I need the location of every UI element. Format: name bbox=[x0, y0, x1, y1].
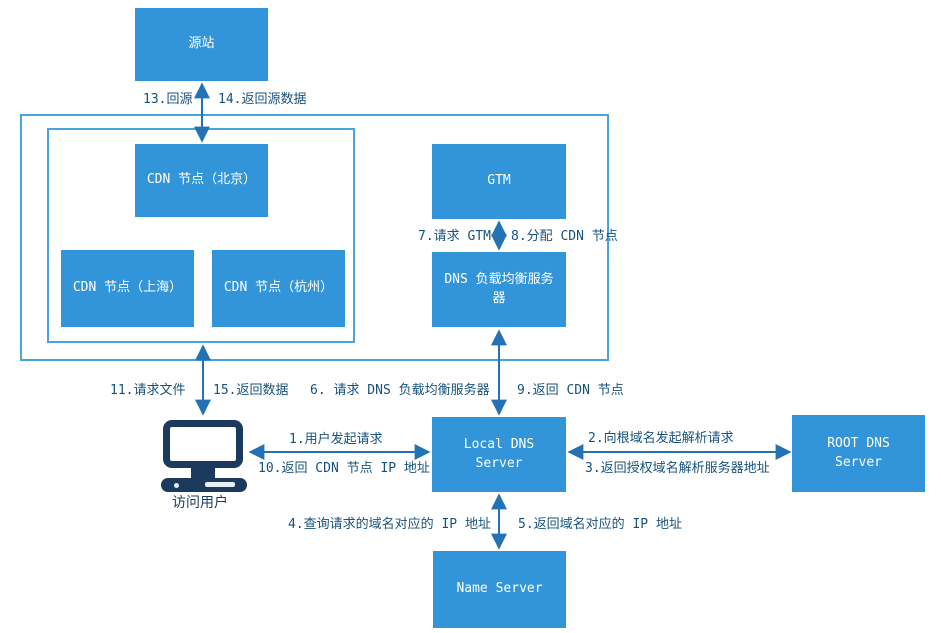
node-cdn-hangzhou: CDN 节点（杭州） bbox=[212, 250, 345, 327]
edge-label-1: 1.用户发起请求 bbox=[289, 432, 383, 447]
node-name-server: Name Server bbox=[433, 551, 566, 628]
node-local-dns-server: Local DNS Server bbox=[432, 417, 566, 492]
node-dns-load-balancer: DNS 负载均衡服务器 bbox=[432, 252, 566, 327]
user-computer-icon bbox=[161, 418, 247, 494]
edge-label-15: 15.返回数据 bbox=[213, 383, 289, 398]
edge-label-4: 4.查询请求的域名对应的 IP 地址 bbox=[288, 517, 491, 532]
edge-label-6: 6. 请求 DNS 负载均衡服务器 bbox=[310, 383, 490, 398]
node-root-dns-server: ROOT DNS Server bbox=[792, 415, 925, 492]
edge-label-13: 13.回源 bbox=[143, 92, 193, 107]
node-cdn-shanghai: CDN 节点（上海） bbox=[61, 250, 194, 327]
monitor-stand-icon bbox=[191, 468, 215, 478]
edge-label-10: 10.返回 CDN 节点 IP 地址 bbox=[258, 461, 430, 476]
edge-label-5: 5.返回域名对应的 IP 地址 bbox=[518, 517, 682, 532]
edge-label-8: 8.分配 CDN 节点 bbox=[511, 229, 618, 244]
monitor-screen-icon bbox=[163, 420, 243, 468]
node-gtm: GTM bbox=[432, 144, 566, 219]
edge-label-7: 7.请求 GTM bbox=[418, 229, 491, 244]
monitor-power-dot-icon bbox=[174, 483, 179, 488]
node-cdn-beijing: CDN 节点（北京） bbox=[135, 144, 268, 217]
edge-label-14: 14.返回源数据 bbox=[218, 92, 307, 107]
monitor-base-icon bbox=[161, 478, 247, 492]
edge-label-9: 9.返回 CDN 节点 bbox=[517, 383, 624, 398]
edge-label-11: 11.请求文件 bbox=[110, 383, 186, 398]
cdn-system-container bbox=[20, 114, 609, 361]
user-caption: 访问用户 bbox=[172, 495, 228, 511]
edge-label-3: 3.返回授权域名解析服务器地址 bbox=[585, 461, 770, 476]
edge-label-2: 2.向根域名发起解析请求 bbox=[588, 431, 734, 446]
node-origin: 源站 bbox=[135, 8, 268, 81]
monitor-vent-slot-icon bbox=[205, 482, 235, 487]
